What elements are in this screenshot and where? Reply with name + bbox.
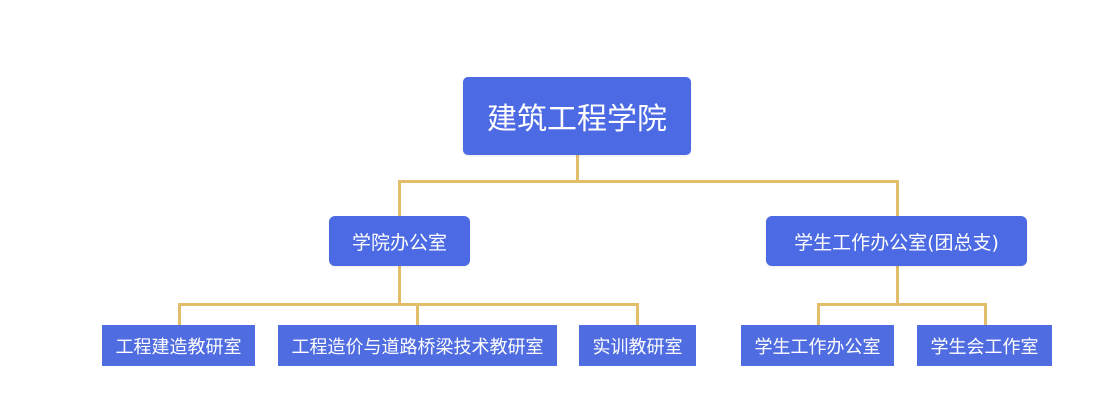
unit-label: 实训教研室 bbox=[592, 336, 683, 358]
unit-node-1-1: 工程建造教研室 bbox=[102, 325, 255, 366]
connector-unit-2-1-up bbox=[817, 303, 820, 325]
connector-dept-1-up bbox=[398, 180, 401, 216]
unit-label: 学生工作办公室 bbox=[754, 336, 881, 358]
unit-label: 工程造价与道路桥梁技术教研室 bbox=[291, 336, 544, 358]
connector-dept-1-down bbox=[398, 266, 401, 305]
connector-dept-2-down bbox=[896, 266, 899, 305]
connector-root-bar bbox=[398, 180, 898, 183]
connector-unit-1-1-up bbox=[178, 303, 181, 325]
connector-unit-1-3-up bbox=[636, 303, 639, 325]
unit-label: 工程建造教研室 bbox=[115, 336, 242, 358]
connector-dept-1-bar bbox=[178, 303, 639, 306]
department-label: 学院办公室 bbox=[351, 231, 447, 254]
unit-node-1-3: 实训教研室 bbox=[579, 325, 696, 366]
department-label: 学生工作办公室(团总支) bbox=[794, 231, 999, 254]
unit-node-2-2: 学生会工作室 bbox=[917, 325, 1052, 366]
connector-root-down bbox=[576, 155, 579, 182]
org-root-node: 建筑工程学院 bbox=[463, 77, 691, 155]
connector-dept-2-bar bbox=[817, 303, 987, 306]
department-node-1: 学院办公室 bbox=[329, 216, 470, 266]
connector-unit-1-2-up bbox=[416, 303, 419, 325]
unit-node-1-2: 工程造价与道路桥梁技术教研室 bbox=[278, 325, 557, 366]
connector-unit-2-2-up bbox=[984, 303, 987, 325]
unit-label: 学生会工作室 bbox=[930, 336, 1039, 358]
department-node-2: 学生工作办公室(团总支) bbox=[766, 216, 1027, 266]
connector-dept-2-up bbox=[896, 180, 899, 216]
org-root-label: 建筑工程学院 bbox=[487, 102, 667, 137]
unit-node-2-1: 学生工作办公室 bbox=[741, 325, 894, 366]
